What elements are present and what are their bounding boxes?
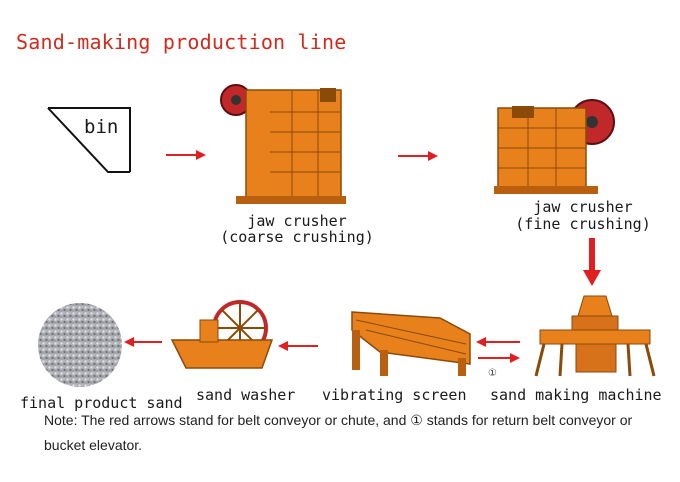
return-marker: ① <box>488 368 497 379</box>
label-jaw-crusher-coarse: jaw crusher <box>247 212 347 230</box>
label-sand-washer: sand washer <box>196 386 296 404</box>
vibrating-screen-image <box>351 311 471 376</box>
label-jaw-crusher-coarse-sub: (coarse crushing) <box>220 228 374 246</box>
final-product-sand-image <box>38 303 122 387</box>
label-jaw-crusher-fine: jaw crusher <box>533 198 633 216</box>
legend-note: Note: The red arrows stand for belt conv… <box>44 412 633 453</box>
arrow-jaw2-to-sand-machine <box>583 238 601 286</box>
label-final-product-sand: final product sand <box>20 394 183 412</box>
diagram-title: Sand-making production line <box>16 30 347 54</box>
jaw-crusher-fine-image <box>494 99 615 194</box>
label-bin: bin <box>84 116 119 138</box>
bin-shape <box>47 107 131 173</box>
label-vibrating-screen: vibrating screen <box>322 386 467 404</box>
sand-making-machine-image <box>534 295 656 377</box>
jaw-crusher-coarse-image <box>220 84 346 204</box>
label-sand-making-machine: sand making machine <box>490 386 662 404</box>
sand-washer-image <box>170 300 274 369</box>
label-jaw-crusher-fine-sub: (fine crushing) <box>515 215 651 233</box>
